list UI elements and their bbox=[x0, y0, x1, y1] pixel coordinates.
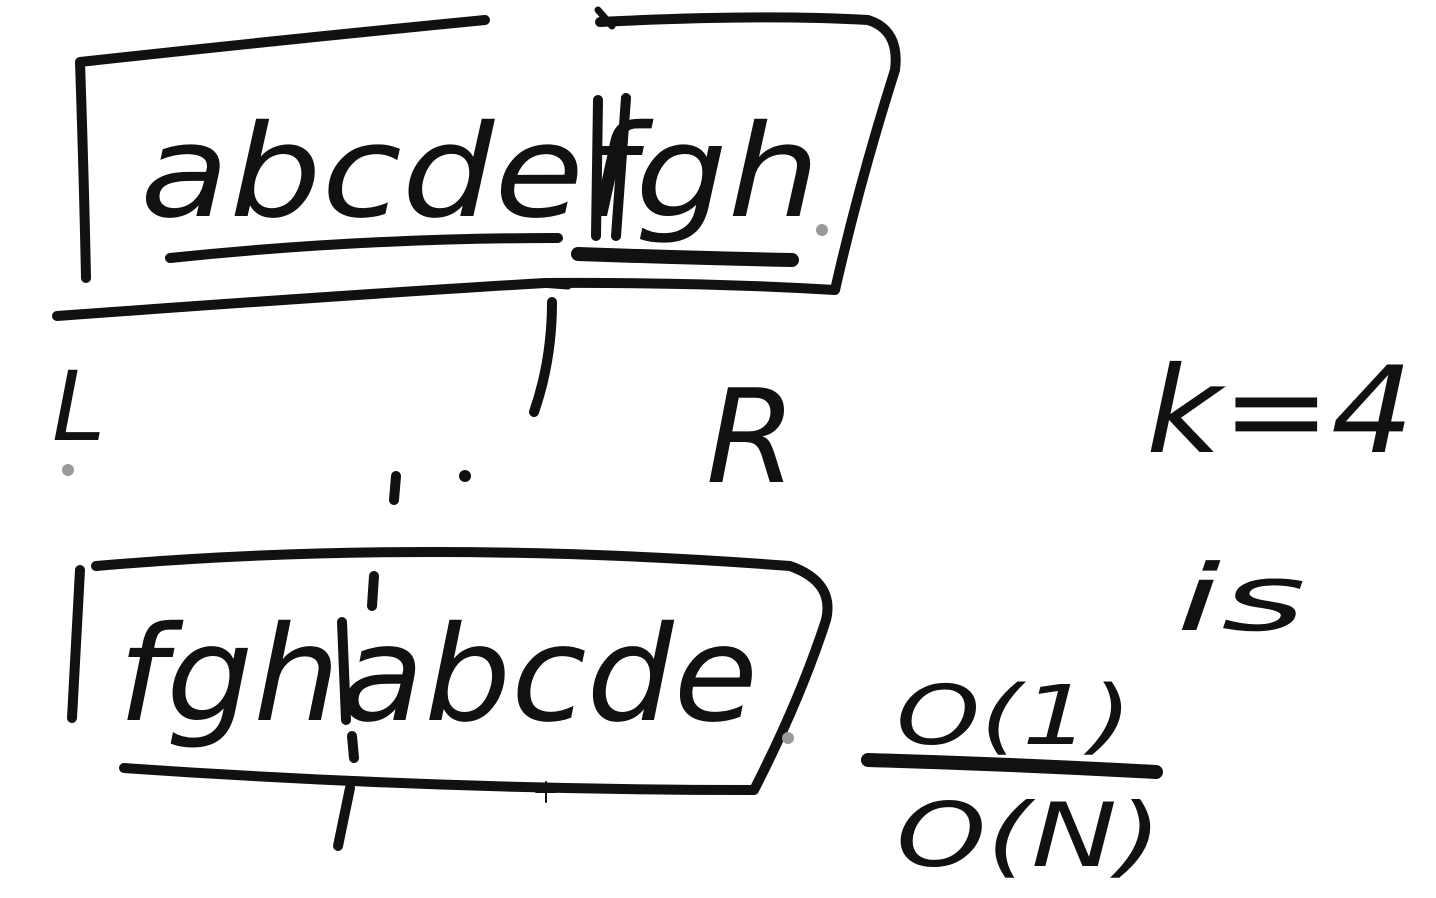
stray-dot-3 bbox=[816, 224, 828, 236]
bottom-box-text: fghabcde bbox=[118, 598, 758, 752]
stray-dot-1 bbox=[62, 464, 74, 476]
split-line bbox=[529, 297, 557, 417]
bottom-box-split-tail bbox=[333, 783, 355, 851]
top-box-text: abcdefgh bbox=[140, 98, 820, 247]
bottom-box-split-mark bbox=[337, 571, 379, 763]
stray-tick bbox=[389, 471, 401, 505]
complexity-numerator: O(1) bbox=[896, 669, 1132, 764]
fraction-bar bbox=[861, 753, 1163, 779]
complexity-denominator: O(N) bbox=[896, 784, 1162, 887]
cursor-crosshair-icon bbox=[535, 781, 557, 803]
is-text: is bbox=[1176, 545, 1306, 652]
top-box: abcdefgh bbox=[52, 6, 901, 321]
label-left: L bbox=[52, 351, 105, 463]
annotations: k=4 is O(1) O(N) bbox=[861, 342, 1414, 887]
k-value-text: k=4 bbox=[1146, 342, 1414, 481]
bottom-box: fghabcde bbox=[67, 547, 833, 851]
split-section: L R bbox=[52, 224, 828, 513]
bottom-box-outline bbox=[67, 547, 833, 795]
split-tick bbox=[536, 280, 572, 290]
stray-dot-2 bbox=[459, 470, 471, 482]
top-box-split-mark bbox=[591, 93, 631, 241]
top-box-underline-left bbox=[165, 233, 563, 263]
top-box-outline bbox=[52, 12, 901, 321]
label-right: R bbox=[706, 361, 796, 513]
top-box-divider-top bbox=[594, 6, 616, 30]
stray-dot-4 bbox=[782, 732, 794, 744]
top-box-underline-right bbox=[571, 247, 799, 267]
